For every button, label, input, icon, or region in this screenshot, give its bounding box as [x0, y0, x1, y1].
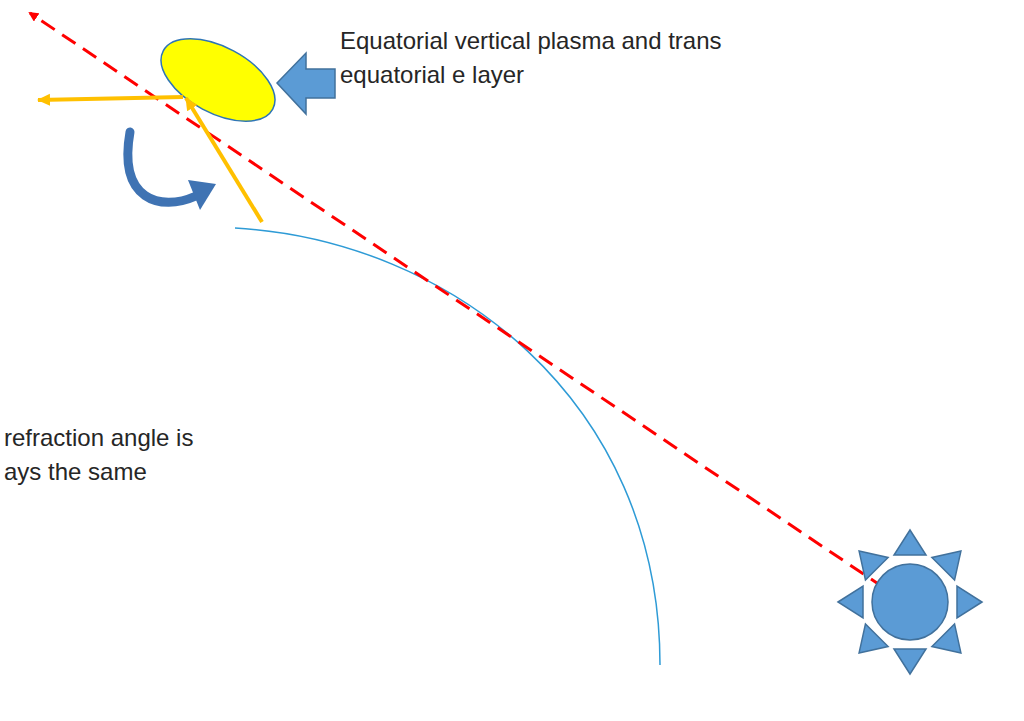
sun-ray: [957, 586, 982, 618]
note-text: ays the same: [4, 455, 304, 489]
refracted-ray: [38, 97, 183, 100]
block-arrow: [277, 53, 335, 114]
callout-text: Equatorial vertical plasma and trans equ…: [340, 24, 735, 92]
plasma-ellipse: [148, 22, 288, 138]
note-text: refraction angle is: [4, 421, 304, 455]
sight-line: [30, 13, 905, 602]
incident-ray: [186, 98, 262, 222]
curved-arrow: [128, 132, 196, 202]
sun-symbol: [838, 530, 982, 674]
sun-ray: [838, 586, 863, 618]
sun-disc: [872, 564, 948, 640]
sun-ray: [894, 649, 926, 674]
curved-arrow-head: [188, 180, 216, 210]
sun-ray: [894, 530, 926, 555]
